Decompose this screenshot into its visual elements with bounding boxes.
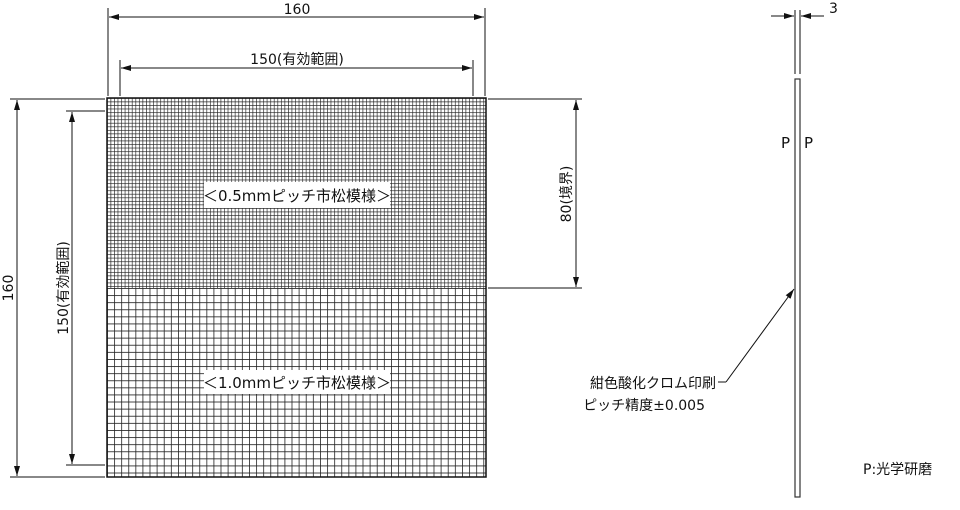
effective-width-dim: 150(有効範囲) xyxy=(250,51,344,68)
overall-width-dim: 160 xyxy=(284,2,311,18)
overall-height-dim: 160 xyxy=(1,275,17,302)
boundary-dimension xyxy=(488,98,582,289)
lower-pattern-label: ＜1.0mmピッチ市松模様＞ xyxy=(203,374,391,392)
surface-label-left: P xyxy=(781,134,790,152)
note-pitch-accuracy: ピッチ精度±0.005 xyxy=(583,398,705,414)
effective-height-dim: 150(有効範囲) xyxy=(55,241,72,335)
top-dimensions xyxy=(107,8,486,96)
glass-plate-side xyxy=(794,10,801,498)
leader-line xyxy=(718,288,795,383)
thickness-dim: 3 xyxy=(829,1,838,17)
left-dimensions xyxy=(10,98,105,478)
upper-pattern-label: ＜0.5mmピッチ市松模様＞ xyxy=(203,187,391,205)
glass-plate-front xyxy=(106,97,487,478)
boundary-dim: 80(境界) xyxy=(559,166,575,223)
legend-polish: P:光学研磨 xyxy=(863,462,932,478)
note-coating: 紺色酸化クロム印刷 xyxy=(590,375,716,392)
surface-label-right: P xyxy=(804,134,813,152)
